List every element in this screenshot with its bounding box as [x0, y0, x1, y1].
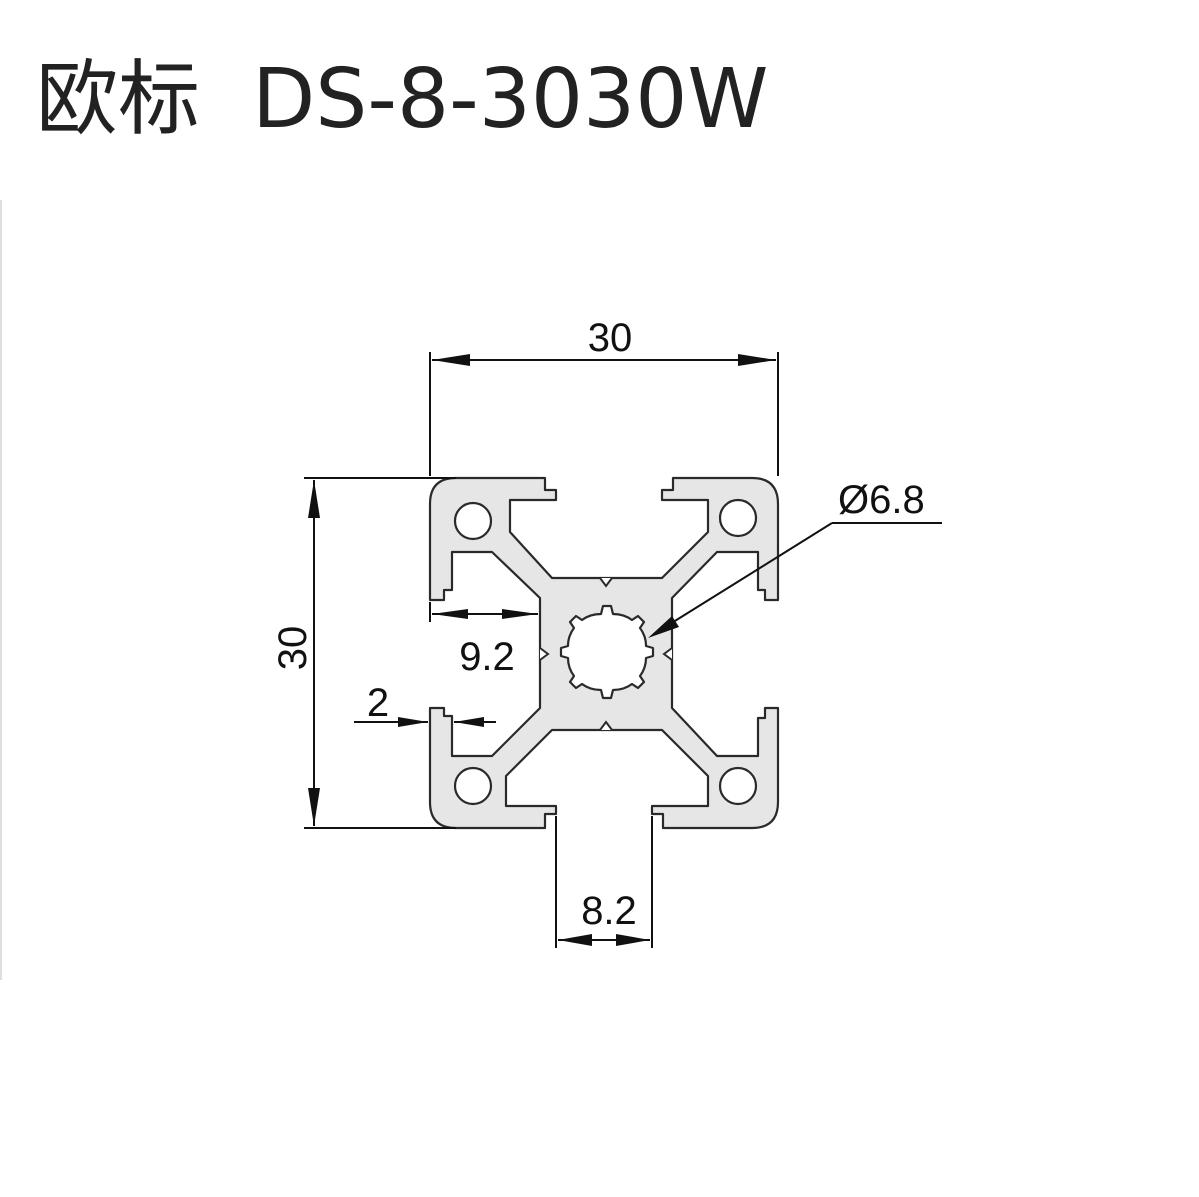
width-label: 30	[588, 316, 633, 360]
title-model: DS-8-3030W	[252, 52, 769, 147]
side-offset-label: 9.2	[459, 635, 515, 679]
diameter-callout: Ø6.8	[648, 478, 942, 638]
aluminum-profile-section	[428, 476, 780, 830]
core-notch-left	[539, 647, 550, 661]
diameter-label: Ø6.8	[838, 478, 925, 522]
slot-width-dimension: 8.2	[555, 816, 653, 948]
title-prefix: 欧标	[36, 52, 201, 147]
wall-dimension: 2	[354, 681, 496, 727]
width-dimension: 30	[429, 316, 779, 476]
slot-width-label: 8.2	[581, 889, 637, 933]
core-notch-top	[599, 577, 613, 588]
page-title: 欧标 DS-8-3030W	[36, 52, 768, 148]
side-offset-dimension: 9.2	[429, 602, 538, 679]
corner-hole-top-left	[453, 501, 493, 541]
corner-hole-bottom-left	[453, 766, 493, 806]
core-notch-right	[662, 647, 673, 661]
corner-hole-bottom-right	[718, 766, 758, 806]
wall-label: 2	[367, 681, 389, 725]
core-notch-bottom	[599, 720, 613, 731]
height-dimension: 30	[271, 477, 456, 829]
corner-hole-top-right	[718, 498, 758, 538]
height-label: 30	[271, 626, 315, 671]
